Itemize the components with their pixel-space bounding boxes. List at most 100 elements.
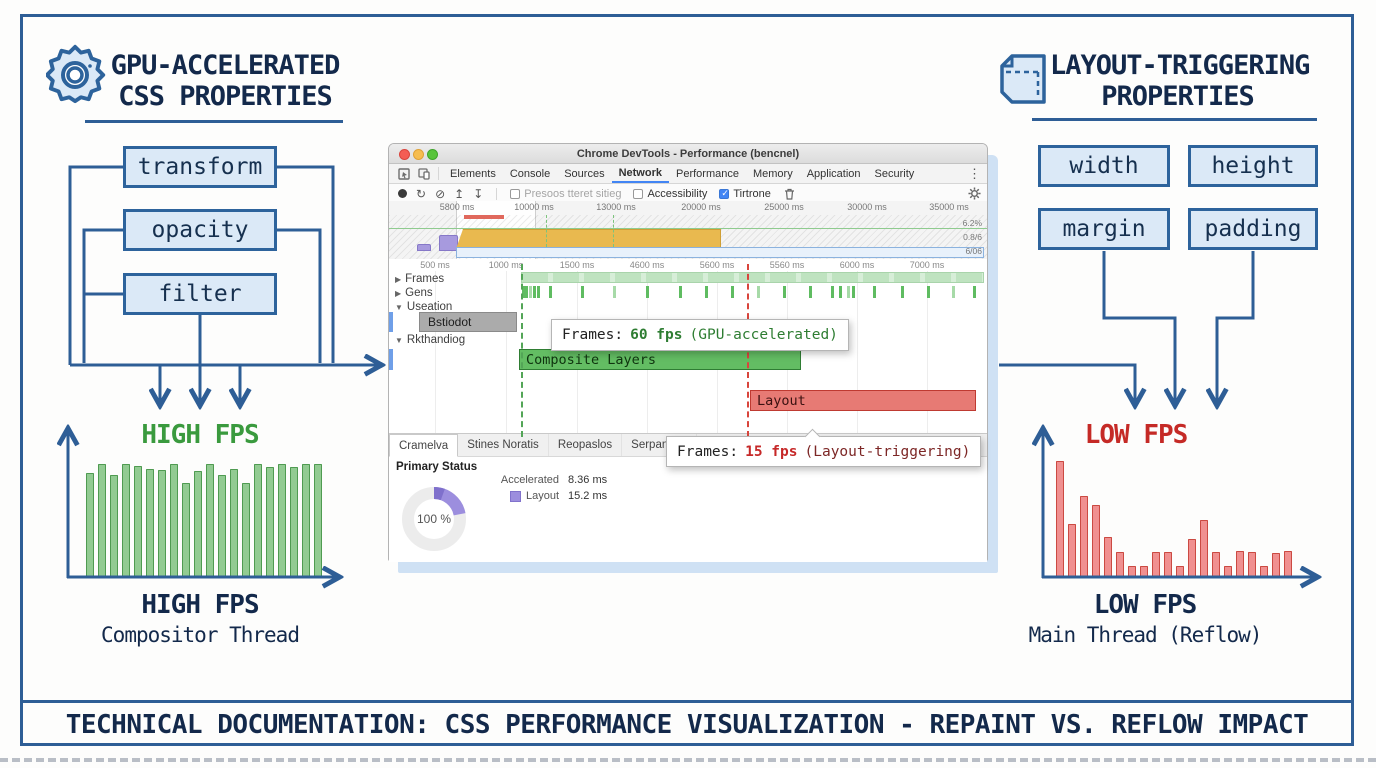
legend-name-text: Accelerated	[500, 474, 559, 486]
tooltip1-prefix: Frames:	[562, 327, 624, 343]
clear-icon[interactable]: ⊘	[435, 186, 446, 201]
devtools-tab-sources[interactable]: Sources	[564, 167, 605, 180]
left-title-line2: CSS PROPERTIES	[118, 81, 333, 112]
left-section-title: GPU-ACCELERATED CSS PROPERTIES	[100, 50, 350, 112]
fps-bar	[1188, 539, 1196, 578]
summary-legend: Accelerated 8.36 ms Layout 15.2 ms	[481, 472, 607, 504]
legend-name: Layout	[481, 490, 559, 502]
fps-bar	[1056, 461, 1064, 578]
overview-stat: 0.8/6	[963, 232, 982, 242]
checkbox-icon[interactable]	[633, 188, 644, 199]
legend-value: 8.36 ms	[568, 474, 608, 486]
activity-tick	[831, 286, 834, 298]
summary-donut-chart: 100 %	[402, 487, 466, 551]
right-section-title: LAYOUT-TRIGGERING PROPERTIES	[1050, 50, 1310, 112]
fps-bar	[1080, 496, 1088, 578]
footer-title: TECHNICAL DOCUMENTATION: CSS PERFORMANCE…	[65, 709, 1309, 740]
left-title-underline	[85, 120, 343, 123]
upload-profile-icon[interactable]: ↥	[454, 186, 465, 201]
prop-box-width: width	[1038, 145, 1170, 187]
activity-tick	[549, 286, 552, 298]
download-profile-icon[interactable]: ↧	[473, 186, 484, 201]
overview-marker-dash-2	[613, 215, 614, 247]
summary-tab-cramelva[interactable]: Cramelva	[389, 434, 459, 457]
minimize-button[interactable]	[413, 148, 424, 160]
devtools-titlebar[interactable]: Chrome DevTools - Performance (bencnel)	[389, 144, 987, 164]
maximize-button[interactable]	[427, 148, 438, 160]
legend-value: 15.2 ms	[568, 490, 608, 502]
row-label-text: Gens	[405, 287, 433, 299]
timeline-row-rkthandiog[interactable]: ▼Rkthandiog	[395, 334, 465, 346]
timeline-tick-label: 1500 ms	[559, 260, 595, 270]
prop-box-opacity: opacity	[123, 209, 277, 251]
devtools-window-title: Chrome DevTools - Performance (bencnel)	[576, 147, 800, 160]
trash-icon[interactable]	[780, 188, 799, 200]
layout-bar[interactable]: Layout	[750, 390, 976, 411]
fps-bar	[1248, 552, 1256, 578]
disclosure-triangle-icon[interactable]: ▶	[395, 288, 402, 298]
close-button[interactable]	[399, 148, 410, 160]
devtools-tab-application[interactable]: Application	[806, 167, 861, 180]
devtools-tab-console[interactable]: Console	[509, 167, 551, 180]
right-title-underline	[1032, 118, 1317, 121]
summary-tab-reopaslos[interactable]: Reopaslos	[549, 434, 623, 456]
toolbar-checkbox[interactable]: Tirtrone	[719, 188, 771, 200]
legend-name-text: Layout	[525, 490, 559, 502]
document-icon	[1000, 54, 1046, 104]
overview-tick-label: 30000 ms	[847, 202, 887, 212]
right-title-line1: LAYOUT-TRIGGERING	[1050, 50, 1310, 81]
activity-tick	[852, 286, 855, 298]
prop-box-filter: filter	[123, 273, 277, 315]
toolbar-checkbox[interactable]: Accessibility	[633, 188, 707, 200]
overview-tick-label: 13000 ms	[596, 202, 636, 212]
devtools-tab-performance[interactable]: Performance	[675, 167, 739, 180]
device-toolbar-icon[interactable]	[414, 164, 434, 183]
timeline-row-frames[interactable]: ▶Frames	[395, 273, 444, 285]
row-label-text: Frames	[405, 273, 445, 285]
fps-bar	[1116, 552, 1124, 578]
activity-tick	[731, 286, 734, 298]
devtools-tab-memory[interactable]: Memory	[752, 167, 793, 180]
fps-bar	[1260, 566, 1268, 578]
left-chart-caption: HIGH FPS Compositor Thread	[60, 590, 340, 647]
activity-tick	[522, 286, 525, 298]
more-menu-icon[interactable]: ⋮	[968, 166, 981, 181]
timeline-row-useation[interactable]: ▼Useation	[395, 301, 452, 313]
devtools-tabbar: Elements Console Sources Network Performance…	[389, 164, 987, 184]
fps-bar	[1236, 551, 1244, 578]
overview-stat: 6/06	[965, 246, 982, 256]
fps-bar	[98, 464, 106, 578]
disclosure-triangle-icon[interactable]: ▶	[395, 274, 402, 284]
devtools-tab-security[interactable]: Security	[874, 167, 915, 180]
composite-layers-bar[interactable]: Composite Layers	[519, 349, 801, 370]
devtools-tab-network[interactable]: Network	[611, 164, 669, 183]
overview-network-strip	[456, 247, 984, 258]
fps-bar	[1200, 520, 1208, 578]
tooltip2-value: 15 fps	[745, 443, 798, 460]
record-button[interactable]	[398, 189, 407, 198]
activity-tick	[809, 286, 812, 298]
activity-tick	[952, 286, 955, 298]
settings-gear-icon[interactable]	[968, 187, 981, 203]
devtools-tab-elements[interactable]: Elements	[450, 167, 496, 180]
inspect-icon[interactable]	[394, 164, 414, 183]
timeline-row-gens[interactable]: ▶Gens	[395, 287, 433, 299]
gear-icon	[46, 44, 106, 104]
prop-box-height: height	[1188, 145, 1318, 187]
checkbox-icon[interactable]	[719, 188, 730, 199]
disclosure-triangle-icon[interactable]: ▼	[395, 302, 403, 312]
fps-bar	[170, 464, 178, 578]
checkbox-icon[interactable]	[510, 188, 521, 199]
toolbar-checkbox[interactable]: Presoos tteret sitieg	[510, 188, 621, 200]
summary-tab-stines-noratis[interactable]: Stines Noratis	[458, 434, 549, 456]
fps-bar	[1212, 552, 1220, 578]
right-caption-line1: LOW FPS	[1093, 590, 1198, 620]
overview-tick-label: 20000 ms	[681, 202, 721, 212]
disclosure-triangle-icon[interactable]: ▼	[395, 335, 403, 345]
fps-bar	[146, 469, 154, 578]
reload-icon[interactable]: ↻	[416, 186, 427, 201]
activity-tick	[847, 286, 850, 298]
